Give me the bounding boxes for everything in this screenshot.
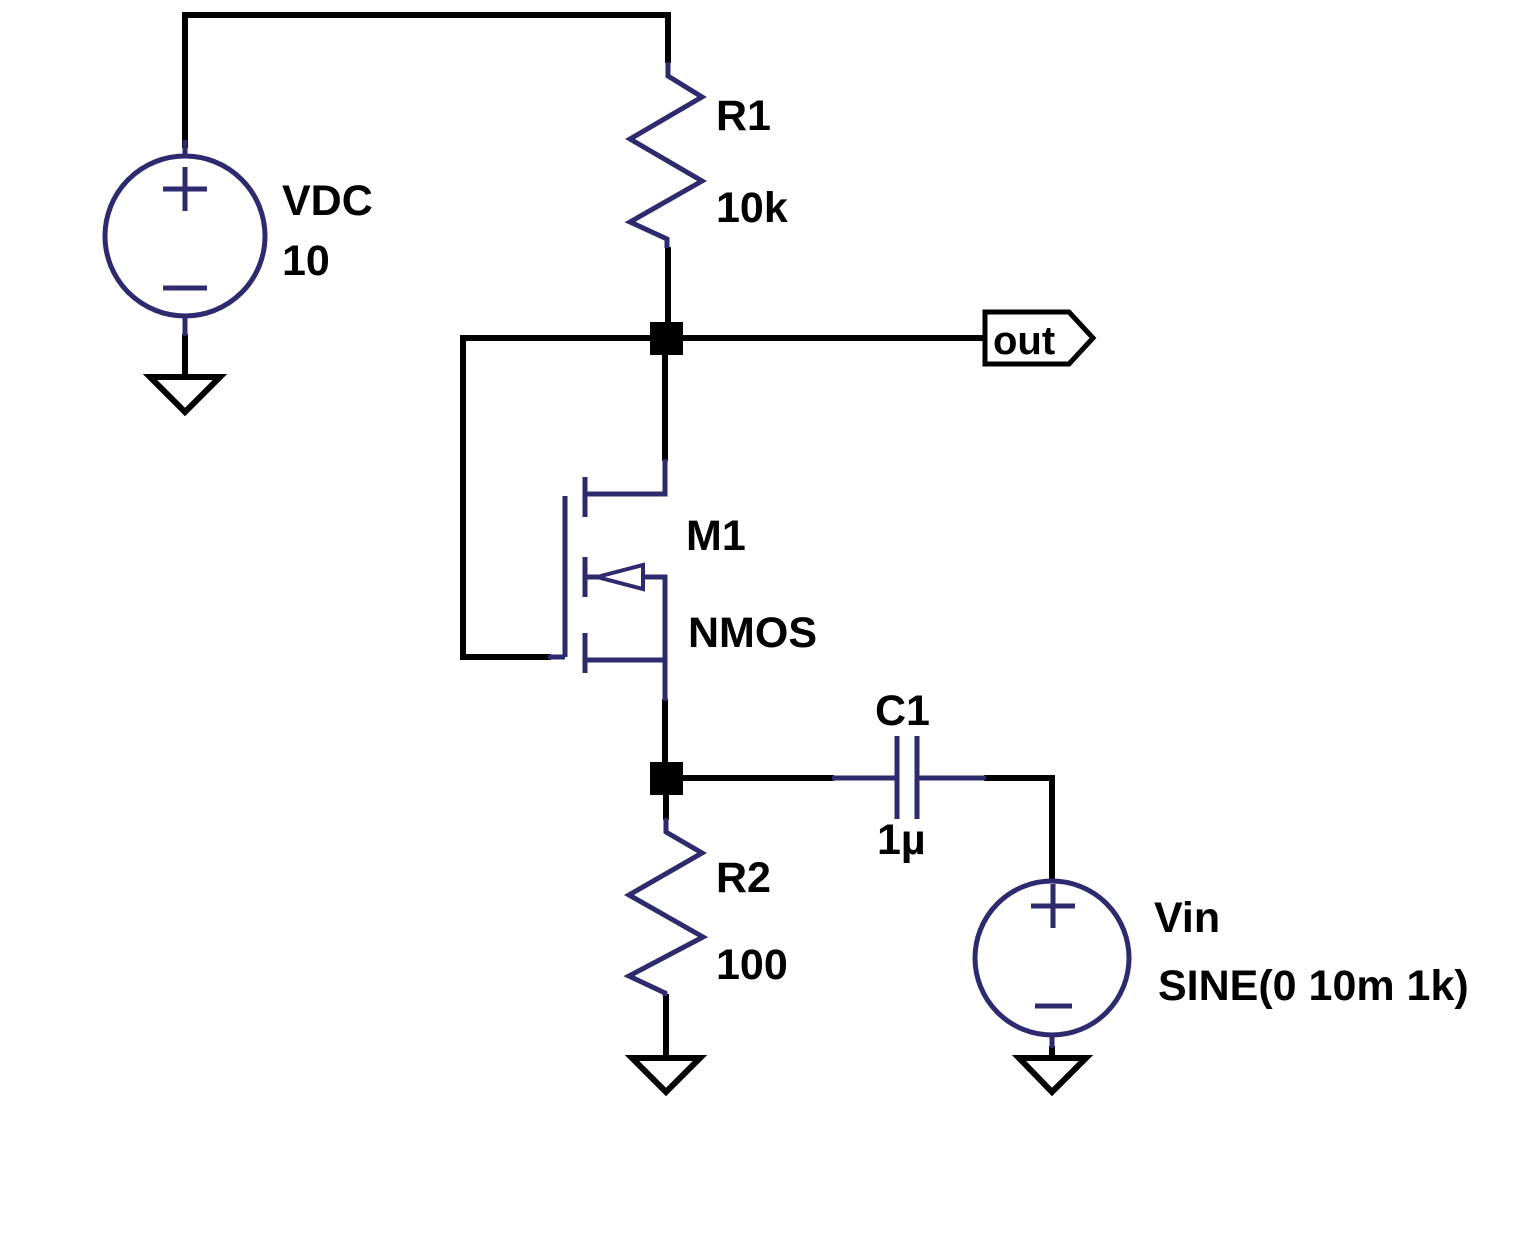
vdc-source-symbol[interactable] [102,140,268,336]
r1-resistor-symbol[interactable] [624,62,708,248]
m1-designator-label[interactable]: M1 [686,512,746,560]
m1-source-lead [585,657,668,701]
r1-zigzag [624,62,708,248]
r1-value-label[interactable]: 10k [716,184,788,232]
wire-gate-feedback [460,335,658,660]
vin-value-label[interactable]: SINE(0 10m 1k) [1158,962,1469,1010]
out-net-label[interactable]: out [993,319,1056,363]
m1-drain-lead [585,459,668,497]
r2-designator-label[interactable]: R2 [716,854,771,902]
m1-bulk-arrow-icon [589,562,645,592]
ground-symbol-r2[interactable] [624,1055,708,1097]
c1-designator-label[interactable]: C1 [875,687,930,735]
vdc-value-label[interactable]: 10 [282,237,330,285]
vdc-plus-icon [163,167,207,211]
wires [182,12,1055,1058]
c1-capacitor-symbol[interactable] [832,736,986,819]
m1-nmos-symbol[interactable] [548,459,668,701]
ground-symbol-vin[interactable] [1011,1055,1094,1097]
r2-resistor-symbol[interactable] [623,818,709,996]
vdc-designator-label[interactable]: VDC [282,177,373,225]
vin-plus-icon [1031,884,1075,928]
r2-value-label[interactable]: 100 [716,941,788,989]
r1-designator-label[interactable]: R1 [716,92,771,140]
grounds [142,374,1094,1097]
m1-value-label[interactable]: NMOS [688,609,817,657]
vin-source-symbol[interactable] [972,878,1132,1048]
m1-bulk-to-source [643,574,668,660]
junction-node-source [650,762,683,795]
wire-vdc-to-r1 [182,12,671,148]
r2-zigzag [623,818,709,996]
wire-c1-to-vin [984,775,1055,882]
vin-designator-label[interactable]: Vin [1154,894,1221,942]
junction-node-out [650,322,683,355]
out-net-flag[interactable] [982,309,1097,367]
c1-value-label[interactable]: 1µ [877,816,926,864]
ground-symbol-vdc[interactable] [142,374,228,417]
